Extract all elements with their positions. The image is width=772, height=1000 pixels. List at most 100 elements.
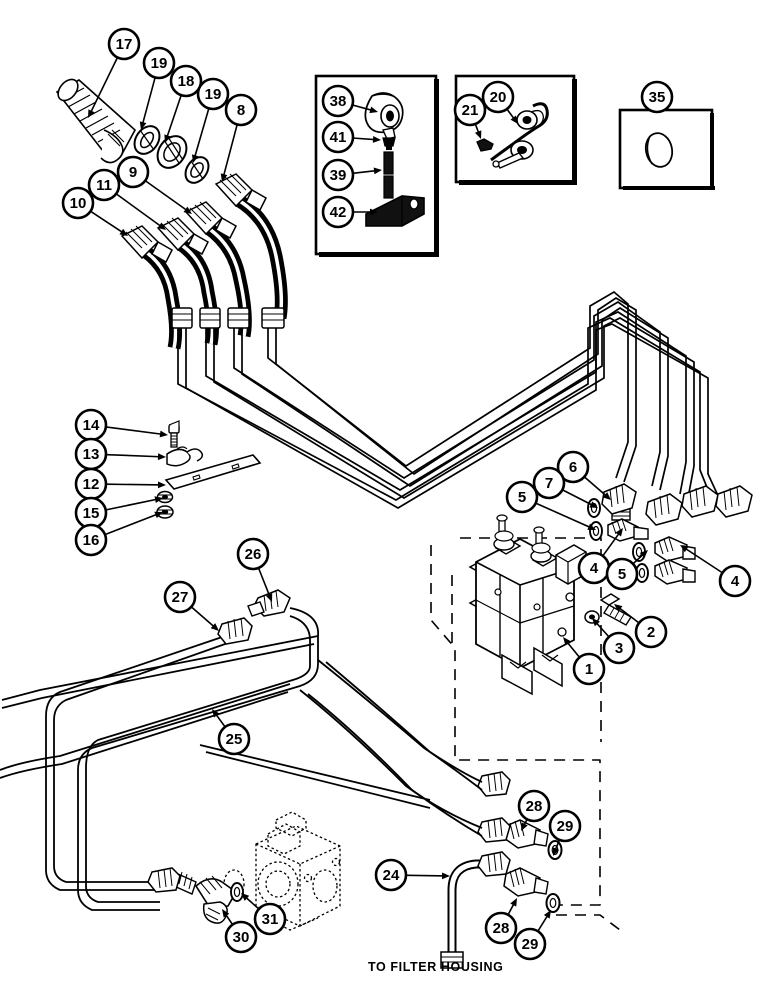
callout-arrowhead [587,523,596,530]
callout-bubble[interactable] [321,195,355,229]
callout-bubble[interactable] [224,920,258,954]
callout-arrowhead [119,228,128,236]
part-18-seal [156,135,188,169]
callout-bubble[interactable] [374,858,408,892]
callout-bubble[interactable] [61,186,95,220]
callout-bubble[interactable] [602,631,636,665]
callout-leader-line [106,483,164,486]
callout-number: 19 [205,86,222,103]
callout-number: 24 [383,867,400,884]
callout-bubble[interactable] [142,46,176,80]
callout-bubble[interactable] [107,27,141,61]
part-19-seal-a [133,125,161,155]
callout-bubble[interactable] [453,93,487,127]
callout-bubble[interactable] [556,450,590,484]
callout-number: 15 [83,505,100,522]
callout-number: 11 [96,177,112,194]
callout-bubble[interactable] [640,80,674,114]
callout-bubble[interactable] [517,789,551,823]
callout-arrowhead [592,618,600,627]
callout-bubble[interactable] [718,564,752,598]
callout-bubble[interactable] [484,911,518,945]
callout-15: 15 [74,496,163,530]
callout-bubble[interactable] [236,537,270,571]
callout-arrowhead [543,910,551,919]
callout-bubble[interactable] [196,77,230,111]
callout-bubble[interactable] [481,80,515,114]
callout-bubble[interactable] [87,168,121,202]
callout-arrowhead [222,909,230,918]
callout-14: 14 [74,408,168,442]
callout-1: 1 [563,637,606,686]
callout-9: 9 [116,155,192,214]
callout-number: 20 [490,89,507,106]
callout-leader-line [193,109,210,161]
callout-7: 7 [532,466,598,508]
callout-10: 10 [61,186,128,236]
callout-bubble[interactable] [532,466,566,500]
callout-bubble[interactable] [169,64,203,98]
callout-number: 31 [262,911,279,928]
hose-nut-25a [477,771,511,797]
callout-3: 3 [592,618,636,665]
callout-bubble[interactable] [321,120,355,154]
callout-number: 12 [83,476,100,493]
callout-bubble[interactable] [116,155,150,189]
callout-arrowhead [139,121,147,130]
callout-leader-line [191,606,218,630]
callout-bubble[interactable] [321,84,355,118]
callout-28: 28 [484,898,518,945]
callout-16: 16 [74,511,163,557]
callout-bubble[interactable] [217,722,251,756]
hose-10 [120,225,193,350]
part-17-quick-coupler [55,78,137,164]
callout-number: 17 [116,36,133,53]
filter-hose-runs [0,635,319,779]
callout-number: 25 [226,731,243,748]
inset-a-part-41 [382,137,396,150]
callout-5: 5 [505,480,596,530]
callout-number: 9 [129,164,137,181]
callout-number: 26 [245,546,262,563]
callout-number: 21 [462,102,479,119]
callout-arrowhead [265,593,273,602]
callout-bubble[interactable] [605,557,639,591]
callout-arrowhead [614,604,623,612]
callout-leader-line [406,874,448,877]
part-13-clamp [166,446,204,467]
callout-bubble[interactable] [253,902,287,936]
callout-29: 29 [513,910,551,961]
callout-26: 26 [236,537,273,602]
callout-arrowhead [88,109,95,118]
tube-runs [177,290,721,509]
callout-bubble[interactable] [74,523,108,557]
callout-number: 41 [330,129,347,146]
callout-arrowhead [370,208,378,216]
callout-bubble[interactable] [321,158,355,192]
callout-bubble[interactable] [163,580,197,614]
hose-bundle-upper [120,173,288,350]
part-14-bolt [168,420,180,448]
callout-arrowhead [154,496,163,503]
callout-bubble[interactable] [572,652,606,686]
callout-bubble[interactable] [548,809,582,843]
callout-number: 13 [83,446,100,463]
part-2-bolt [599,593,632,626]
callout-bubble[interactable] [513,927,547,961]
callout-number: 7 [545,475,553,492]
inset-box-c [618,108,715,190]
callout-leader-line [145,180,191,213]
tube-nut-3 [681,485,719,518]
part-5-oring-c [635,563,649,583]
callout-11: 11 [87,168,166,230]
callout-arrowhead [510,898,517,907]
callout-20: 20 [481,80,518,124]
callout-bubble[interactable] [505,480,539,514]
part-5-oring-a [589,521,603,541]
callout-bubble[interactable] [224,93,258,127]
callout-number: 4 [590,560,599,577]
callout-bubble[interactable] [634,615,668,649]
callout-4: 4 [577,528,623,585]
callout-arrowhead [210,623,219,631]
